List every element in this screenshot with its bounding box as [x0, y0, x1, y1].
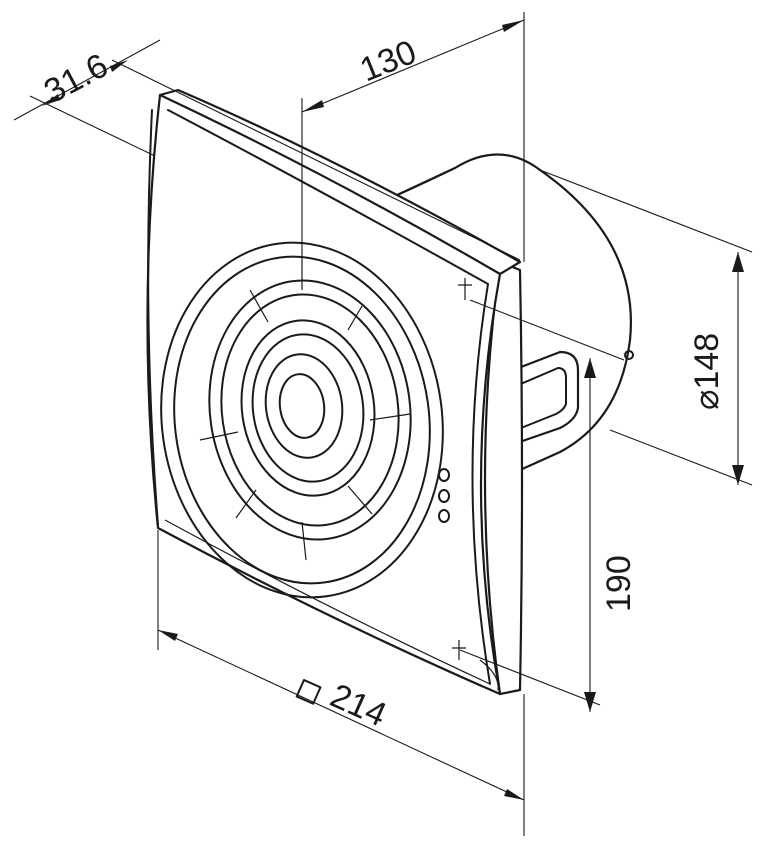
dimension-height: 190 — [584, 358, 638, 712]
diameter-symbol: ⌀ — [688, 390, 726, 410]
square-symbol-icon — [295, 679, 322, 705]
front-panel — [146, 88, 524, 696]
dimension-label-height: 190 — [600, 555, 638, 612]
dimension-depth-front: 31.6 — [13, 39, 161, 121]
dimension-duct-diameter: ⌀148 — [688, 252, 744, 485]
diameter-value: 148 — [688, 333, 726, 390]
mounting-bracket — [506, 350, 580, 448]
dimension-depth-total: 130 — [301, 19, 525, 113]
dimension-label-depth-total: 130 — [355, 33, 422, 89]
dimension-label-width: 214 — [325, 677, 392, 735]
dimension-label-duct-diameter: ⌀148 — [688, 333, 726, 410]
center-marks — [452, 278, 472, 660]
grille — [160, 241, 444, 599]
indicator-leds — [438, 468, 450, 523]
